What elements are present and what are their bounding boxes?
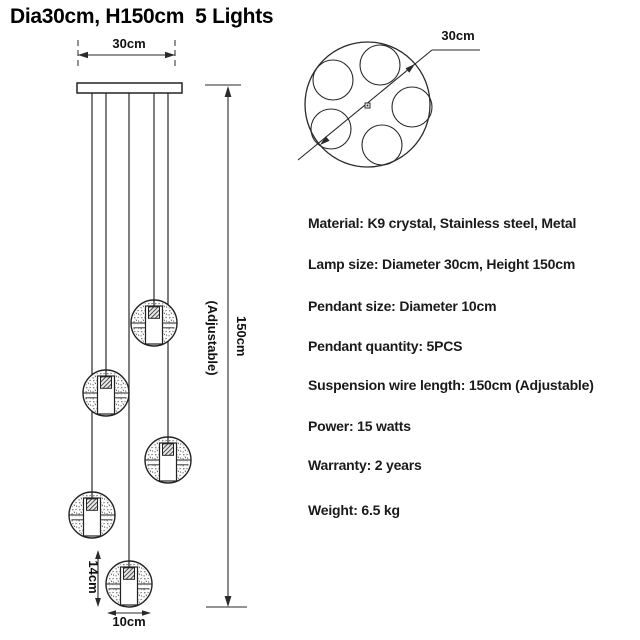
height-adjustable-label: (Adjustable) — [205, 300, 220, 376]
spec-power: Power: 15 watts — [308, 418, 411, 434]
suspension-wires — [91, 93, 169, 561]
pendant-ball — [144, 436, 192, 484]
page-title: Dia30cm, H150cm 5 Lights — [10, 5, 274, 28]
spec-material: Material: K9 crystal, Stainless steel, M… — [308, 215, 577, 231]
top-view-outer-circle — [304, 41, 431, 168]
top-view-pendant-circles — [310, 44, 433, 166]
diameter-leader-line — [297, 49, 480, 161]
height-dimension-label: 150cm — [234, 316, 249, 357]
spec-lamp-size: Lamp size: Diameter 30cm, Height 150cm — [308, 256, 576, 272]
top-view-diameter-label: 30cm — [441, 28, 475, 43]
pendant-width-dimension — [107, 610, 151, 616]
spec-warranty: Warranty: 2 years — [308, 457, 422, 473]
spec-pendant-size: Pendant size: Diameter 10cm — [308, 298, 497, 314]
ceiling-plate — [76, 82, 183, 94]
pendant-ball — [130, 299, 178, 347]
pendant-ball — [68, 491, 116, 539]
gap-dimension-label: 14cm — [86, 560, 101, 594]
width-dimension-label: 30cm — [112, 36, 146, 51]
pendant-diameter-label: 10cm — [112, 614, 146, 629]
height-dimension — [205, 84, 247, 608]
front-view-drawing — [68, 40, 247, 616]
spec-wire-length: Suspension wire length: 150cm (Adjustabl… — [308, 377, 594, 393]
pendant-ball — [82, 369, 130, 417]
gap-dimension — [95, 550, 101, 607]
spec-weight: Weight: 6.5 kg — [308, 502, 400, 518]
width-dimension — [77, 40, 176, 70]
pendant-ball — [105, 560, 153, 608]
top-view-drawing — [297, 41, 480, 168]
spec-pendant-quantity: Pendant quantity: 5PCS — [308, 338, 463, 354]
top-view-center-dot — [366, 104, 369, 107]
